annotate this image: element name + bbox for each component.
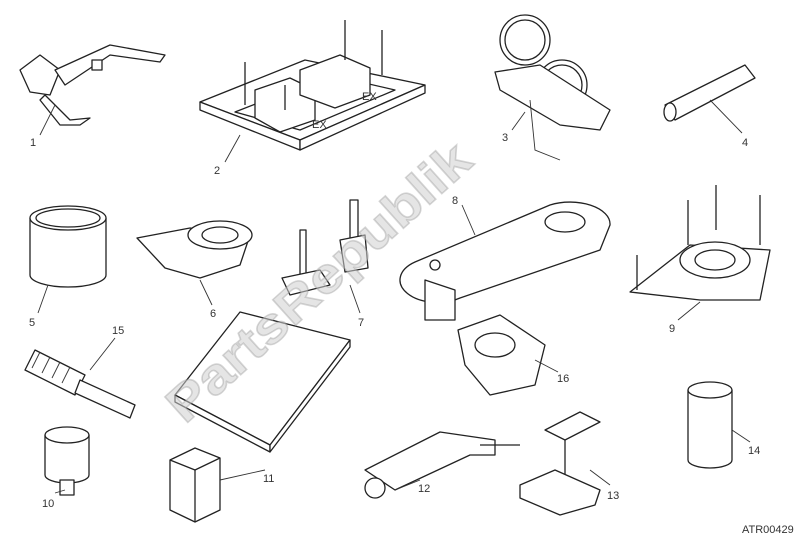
callout-9: 9: [669, 323, 675, 335]
part-16-nut[interactable]: [457, 314, 546, 396]
leader-lines: [37, 99, 751, 494]
part-11-box[interactable]: [169, 447, 221, 523]
part-12-bracket[interactable]: [364, 431, 520, 499]
part-15-threaded-tool[interactable]: [24, 349, 136, 419]
callout-7: 7: [358, 317, 364, 329]
callout-10: 10: [42, 498, 54, 510]
part-5-ring[interactable]: [29, 205, 107, 288]
callout-1: 1: [30, 137, 36, 149]
part-9-fixture[interactable]: [629, 185, 771, 301]
callout-4: 4: [742, 137, 748, 149]
part-13-t-handle[interactable]: [519, 411, 601, 516]
callout-15: 15: [112, 325, 124, 337]
part-14-sleeve[interactable]: [687, 381, 733, 469]
part-4-socket[interactable]: [663, 64, 756, 122]
tray-marking: EX: [362, 91, 377, 103]
callout-13: 13: [607, 490, 619, 502]
callout-5: 5: [29, 317, 35, 329]
diagram-code: ATR00429: [742, 524, 794, 536]
part-1-tool[interactable]: [19, 44, 166, 126]
callout-labels: 1 2 3 4 5 6 7 8 9 10 11 12 13 14 15 16: [29, 132, 760, 510]
callout-2: 2: [214, 165, 220, 177]
part-3-dial-gauges[interactable]: [494, 14, 611, 161]
callout-6: 6: [210, 308, 216, 320]
part-board[interactable]: [174, 311, 351, 453]
callout-8: 8: [452, 195, 458, 207]
callout-3: 3: [502, 132, 508, 144]
part-10-cylinder[interactable]: [44, 426, 90, 496]
callout-12: 12: [418, 483, 430, 495]
part-2-tray[interactable]: EX EX: [199, 20, 426, 151]
part-6-plate[interactable]: [136, 220, 253, 279]
callout-16: 16: [557, 373, 569, 385]
callout-14: 14: [748, 445, 760, 457]
callout-11: 11: [263, 473, 274, 485]
tray-marking: EX: [312, 119, 327, 131]
part-7-pins[interactable]: [281, 199, 369, 296]
part-8-wrench[interactable]: [399, 201, 611, 321]
